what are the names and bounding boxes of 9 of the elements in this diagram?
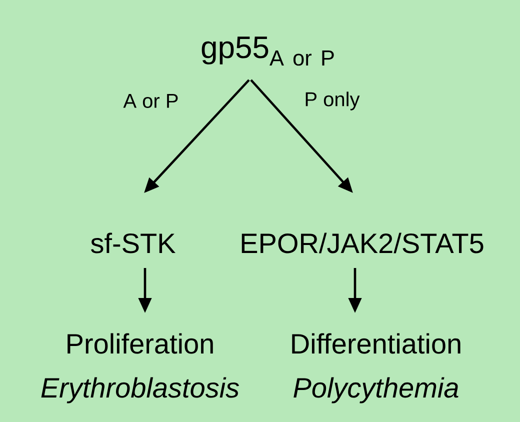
outcome-label: Differentiation [292, 333, 460, 354]
edge-label: P only [306, 92, 360, 110]
pathway-label: EPOR/JAK2/STAT5 [242, 232, 484, 254]
pathway-label: sf-STK [91, 232, 176, 254]
disease-label: Erythroblastosis [41, 377, 239, 404]
edge-label: A or P [123, 94, 178, 108]
disease-label: Polycythemia [294, 377, 458, 404]
protein-label: $\mathrm{gp55}_{\mathrm{A\ or\ P}}$ [202, 36, 334, 66]
outcome-label: Proliferation [68, 333, 213, 354]
